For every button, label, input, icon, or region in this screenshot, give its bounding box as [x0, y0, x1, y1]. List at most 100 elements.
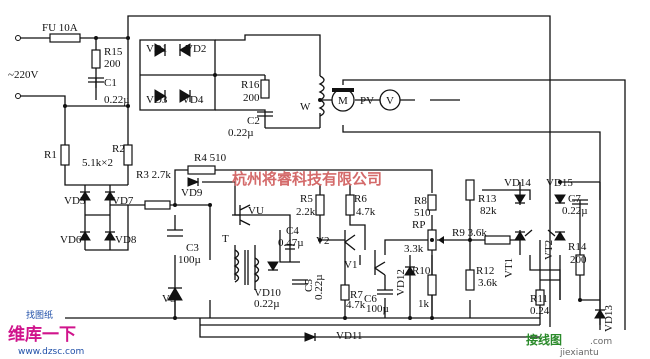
label-rp: RP — [412, 219, 425, 231]
label-r2: R2 — [112, 143, 125, 155]
rp-wiper — [438, 236, 444, 244]
diode-vd12 — [404, 266, 416, 276]
label-r4: R4 510 — [194, 152, 227, 164]
label-r-value: 5.1k×2 — [82, 157, 113, 169]
winding-w — [318, 75, 325, 117]
bridge-vd1-vd4 — [154, 43, 191, 103]
label-vd11: VD11 — [336, 330, 362, 342]
label-mains: ~220V — [8, 69, 38, 81]
label-r12: R12 — [476, 265, 494, 277]
resistor-r3 — [144, 200, 171, 210]
resistor-r7 — [340, 284, 350, 301]
label-c1: C1 — [104, 77, 117, 89]
label-vd6: VD6 — [60, 234, 82, 246]
label-r3: R3 2.7k — [136, 169, 171, 181]
label-vd14: VD14 — [504, 177, 531, 189]
resistor-r14 — [575, 254, 585, 276]
label-r5-value: 2.2k — [296, 206, 316, 218]
resistor-r2 — [123, 144, 133, 166]
label-motor: M — [338, 95, 348, 107]
label-r6: R6 — [354, 193, 367, 205]
label-vd12: VD12 — [395, 269, 407, 296]
diode-vd15 — [554, 194, 566, 204]
resistor-r4 — [187, 165, 216, 175]
thyristor-vt2 — [554, 231, 566, 241]
terminal-bottom — [15, 93, 21, 99]
label-r9: R9 3.6k — [452, 227, 487, 239]
junctions — [63, 36, 582, 320]
label-c5: C5 — [303, 279, 315, 292]
thyristor-vt1 — [514, 231, 526, 241]
label-r6-value: 4.7k — [356, 206, 376, 218]
label-c3-value: 100µ — [178, 254, 201, 266]
capacitor-c7 — [572, 199, 588, 205]
resistor-r11 — [535, 289, 545, 306]
fuse-fu — [49, 33, 81, 43]
node-r3 — [173, 203, 177, 207]
label-c2-value: 0.22µ — [228, 127, 254, 139]
label-r5: R5 — [300, 193, 313, 205]
label-r8-value: 510 — [414, 207, 431, 219]
label-r13-value: 82k — [480, 205, 497, 217]
label-r7-value: 4.7k — [346, 299, 366, 311]
watermarks: 杭州将睿科技有限公司 找图纸 维库一下 www.dzsc.com 接线图 .co… — [8, 170, 612, 358]
label-vd2: VD2 — [185, 43, 206, 55]
label-pv: PV — [360, 95, 374, 107]
transformer-t — [233, 249, 240, 283]
label-r12-value: 3.6k — [478, 277, 498, 289]
label-v1: V1 — [344, 259, 357, 271]
label-c1-value: 0.22µ — [104, 94, 130, 106]
label-vs: VS — [162, 293, 176, 305]
label-volt: V — [386, 95, 394, 107]
component-labels: FU 10A ~220V R15 200 C1 0.22µ VD1 VD2 VD… — [8, 22, 615, 342]
watermark-site-right-dot: .com — [590, 337, 612, 347]
label-c7: C7 — [568, 193, 581, 205]
watermark-site-left: www.dzsc.com — [18, 347, 84, 357]
label-w: W — [300, 101, 311, 113]
label-vd4: VD4 — [182, 94, 204, 106]
resistor-r1 — [60, 144, 70, 166]
label-c4: C4 — [286, 225, 299, 237]
label-c2: C2 — [247, 115, 260, 127]
label-r14-value: 200 — [570, 254, 587, 266]
label-r15: R15 — [104, 46, 123, 58]
resistor-r8 — [427, 194, 437, 211]
label-c7-value: 0.22µ — [562, 205, 588, 217]
capacitor-c4 — [285, 244, 295, 250]
resistor-r12 — [465, 269, 475, 291]
label-vt2: VT2 — [543, 240, 555, 260]
label-rp-value: 3.3k — [404, 243, 424, 255]
diode-vd9 — [187, 177, 200, 187]
watermark-logo-main: 维库一下 — [8, 324, 76, 345]
label-r7: R7 — [350, 289, 363, 301]
label-c6: C6 — [364, 293, 377, 305]
label-vt1: VT1 — [503, 258, 515, 278]
capacitor-c5 — [292, 279, 308, 285]
label-vd10-value: 0.22µ — [254, 298, 280, 310]
capacitor-c1 — [88, 77, 104, 83]
wires — [18, 15, 626, 338]
diode-vd10 — [267, 261, 279, 271]
resistor-r13 — [465, 179, 475, 201]
label-r10-value: 1k — [418, 298, 430, 310]
label-r11-value: 0.24 — [530, 305, 550, 317]
label-r11: R11 — [530, 293, 548, 305]
label-c4-value: 0.47µ — [278, 237, 304, 249]
label-v2: V2 — [316, 235, 329, 247]
bridge-vd5-vd8 — [79, 191, 116, 241]
label-vd13: VD13 — [603, 305, 615, 332]
label-vu: VU — [248, 205, 264, 217]
label-vd7: VD7 — [112, 195, 134, 207]
resistor-r6 — [345, 194, 355, 216]
label-r16-value: 200 — [243, 92, 260, 104]
thyristor-vs — [167, 287, 183, 301]
label-r10: R10 — [412, 265, 431, 277]
label-vd15: VD15 — [546, 177, 573, 189]
voltmeter-pv — [379, 89, 401, 111]
watermark-site-right-cn: 接线图 — [526, 332, 562, 347]
motor-top-bar — [332, 88, 354, 92]
label-r8: R8 — [414, 195, 427, 207]
terminal-top — [15, 35, 21, 41]
watermark-center: 杭州将睿科技有限公司 — [232, 170, 382, 188]
